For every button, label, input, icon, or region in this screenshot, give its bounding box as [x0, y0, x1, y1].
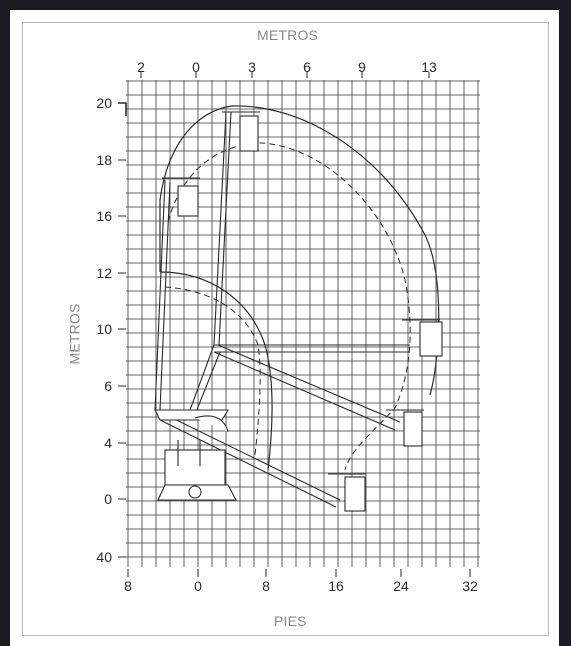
left-tick-label: 40: [96, 549, 112, 565]
boom-arms: [154, 111, 410, 508]
platform-baskets: [162, 111, 443, 512]
top-tick-label: 13: [421, 59, 437, 75]
top-tick-label: 3: [248, 59, 256, 75]
bottom-tick-label: 24: [393, 578, 409, 594]
left-tick-label: 18: [96, 152, 112, 168]
top-tick-label: 2: [137, 59, 145, 75]
top-tick-label: 0: [192, 59, 200, 75]
left-tick-label: 6: [104, 378, 112, 394]
bottom-tick-label: 8: [124, 578, 132, 594]
bottom-axis-title: PIES: [274, 613, 307, 629]
diagram-panel: [22, 22, 549, 636]
left-tick-label: 12: [96, 265, 112, 281]
bottom-tick-label: 32: [462, 578, 478, 594]
left-tick-marks: [118, 102, 127, 558]
top-tick-label: 6: [303, 59, 311, 75]
left-tick-label: 10: [96, 321, 112, 337]
left-tick-label: 0: [104, 491, 112, 507]
top-tick-label: 9: [358, 59, 366, 75]
top-axis-title: METROS: [257, 27, 319, 43]
bottom-tick-label: 8: [262, 578, 270, 594]
bottom-tick-marks: [127, 569, 471, 577]
truck-base: [154, 409, 237, 501]
left-tick-label: 20: [96, 95, 112, 111]
outer-envelope-curve: [159, 105, 440, 396]
left-tick-label: 16: [96, 208, 112, 224]
top-tick-marks: [140, 72, 430, 78]
bottom-tick-label: 16: [328, 578, 344, 594]
left-tick-label: 4: [104, 435, 112, 451]
diagram-frame: [10, 10, 559, 646]
bottom-tick-label: 0: [194, 578, 202, 594]
